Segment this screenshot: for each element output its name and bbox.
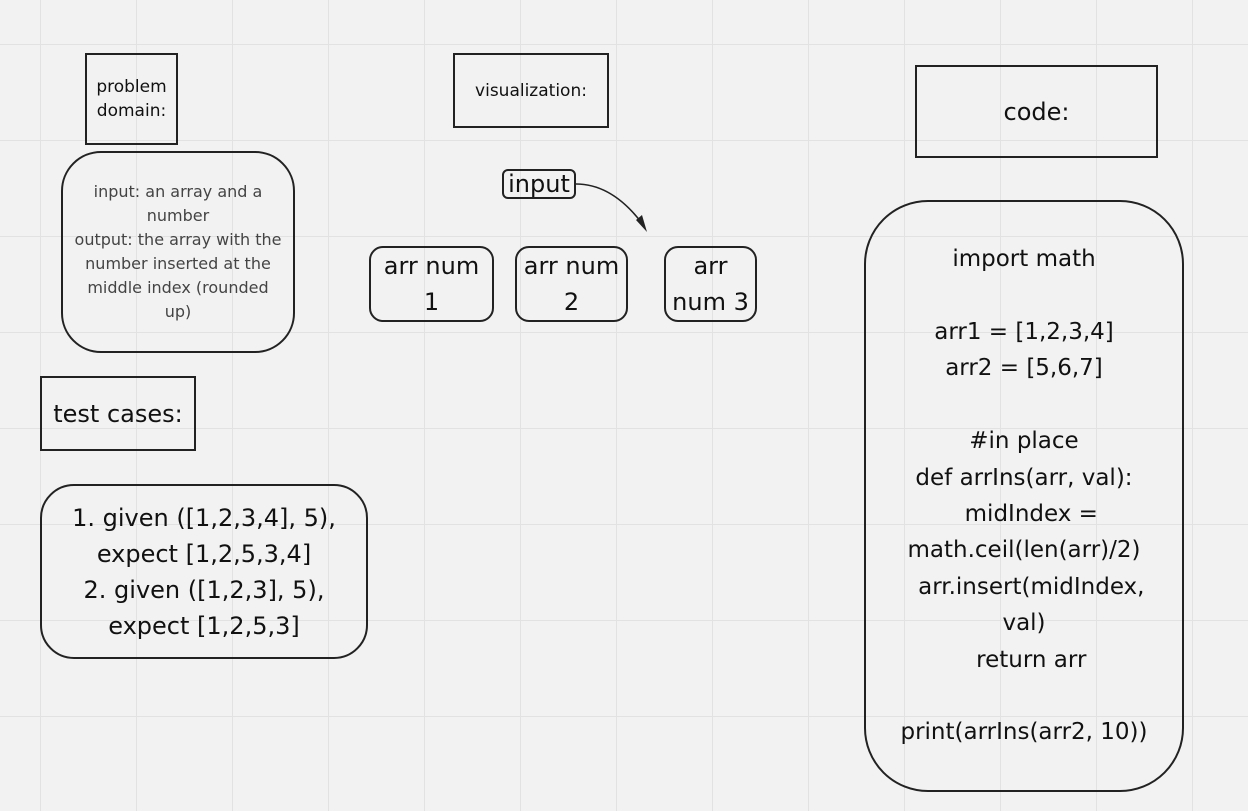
visualization-title: visualization: bbox=[475, 80, 587, 101]
test-cases-text: 1. given ([1,2,3,4], 5), expect [1,2,5,3… bbox=[72, 503, 336, 640]
arr-box-3-label: arr num 3 bbox=[672, 252, 749, 316]
arr-box-3[interactable]: arr num 3 bbox=[664, 246, 757, 322]
code-title-box[interactable]: code: bbox=[915, 65, 1158, 158]
arr-box-2[interactable]: arr num 2 bbox=[515, 246, 628, 322]
test-cases-title-box[interactable]: test cases: bbox=[40, 376, 196, 451]
input-label: input bbox=[508, 170, 570, 198]
test-cases-title: test cases: bbox=[53, 399, 183, 428]
visualization-title-box[interactable]: visualization: bbox=[453, 53, 609, 128]
code-title: code: bbox=[1003, 97, 1070, 126]
problem-domain-title-box[interactable]: problem domain: bbox=[85, 53, 178, 145]
problem-domain-text: input: an array and a number output: the… bbox=[74, 182, 282, 321]
insert-arrow-head bbox=[636, 215, 647, 232]
arr-box-1[interactable]: arr num 1 bbox=[369, 246, 494, 322]
insert-arrow-curve bbox=[575, 183, 645, 227]
code-note[interactable]: import math arr1 = [1,2,3,4] arr2 = [5,6… bbox=[864, 200, 1184, 792]
problem-domain-note[interactable]: input: an array and a number output: the… bbox=[61, 151, 295, 353]
input-label-box[interactable]: input bbox=[502, 169, 576, 199]
problem-domain-title: problem domain: bbox=[96, 77, 167, 121]
code-text: import math arr1 = [1,2,3,4] arr2 = [5,6… bbox=[900, 246, 1148, 746]
test-cases-note[interactable]: 1. given ([1,2,3,4], 5), expect [1,2,5,3… bbox=[40, 484, 368, 659]
arr-box-2-label: arr num 2 bbox=[523, 252, 620, 316]
arr-box-1-label: arr num 1 bbox=[383, 252, 480, 316]
